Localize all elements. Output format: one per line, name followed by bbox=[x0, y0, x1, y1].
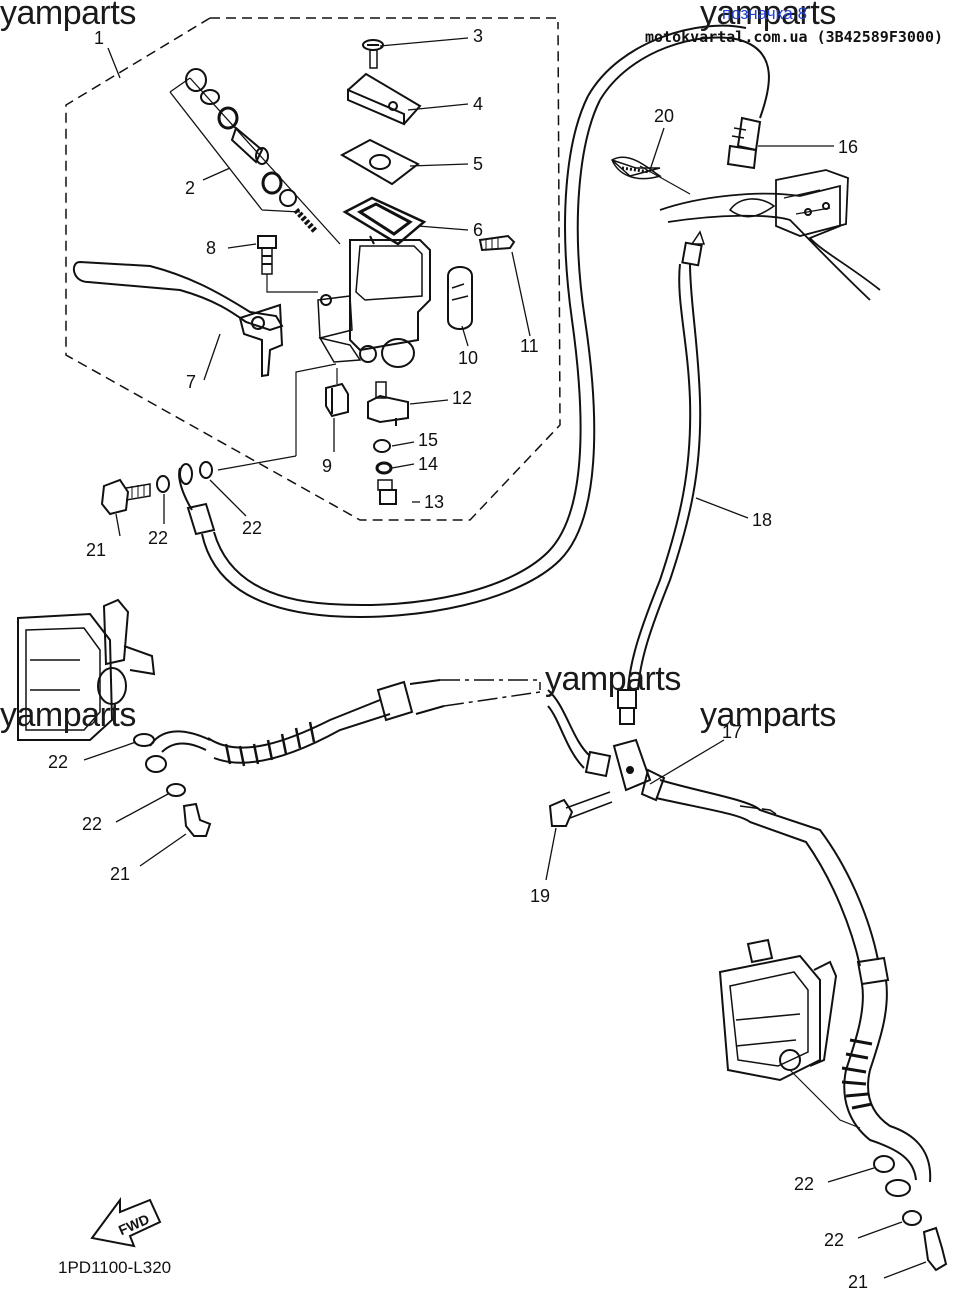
diaphragm bbox=[342, 196, 427, 246]
right-brake-caliper bbox=[718, 938, 861, 1129]
callout-6: 6 bbox=[473, 220, 483, 240]
callout-8: 8 bbox=[206, 238, 216, 258]
right-brake-hose bbox=[655, 779, 932, 1183]
callout-22-right-b: 22 bbox=[824, 1230, 844, 1250]
forward-arrow bbox=[90, 1196, 162, 1248]
screw-13 bbox=[377, 479, 397, 505]
callout-13: 13 bbox=[424, 492, 444, 512]
washer-14 bbox=[375, 461, 393, 475]
clamp-holder bbox=[447, 234, 516, 330]
callout-1: 1 bbox=[94, 28, 104, 48]
callout-22-right-a: 22 bbox=[794, 1174, 814, 1194]
callout-20: 20 bbox=[654, 106, 674, 126]
callout-16: 16 bbox=[838, 137, 858, 157]
master-cylinder-body bbox=[317, 235, 431, 368]
callout-9: 9 bbox=[322, 456, 332, 476]
callout-22-top-a: 22 bbox=[148, 528, 168, 548]
pivot-bolt bbox=[257, 235, 318, 293]
watermark-left: yamparts bbox=[0, 696, 136, 734]
callout-15: 15 bbox=[418, 430, 438, 450]
piston-kit bbox=[169, 68, 341, 245]
watermark-center: yamparts bbox=[545, 660, 681, 698]
reservoir-cap bbox=[347, 72, 422, 126]
callout-2: 2 bbox=[185, 178, 195, 198]
three-way-joint bbox=[584, 738, 666, 802]
watermark-top-right: yamparts bbox=[700, 0, 836, 32]
callout-5: 5 bbox=[473, 154, 483, 174]
marker-label: позначка 8 bbox=[722, 4, 808, 23]
callout-18: 18 bbox=[752, 510, 772, 530]
diaphragm-plate bbox=[339, 138, 420, 186]
handlebar-bracket bbox=[611, 159, 881, 301]
callout-4: 4 bbox=[473, 94, 483, 114]
hose-clamp-20 bbox=[611, 156, 662, 180]
leader-lines bbox=[83, 37, 927, 1279]
callout-21-top: 21 bbox=[86, 540, 106, 560]
watermark-right: yamparts bbox=[700, 696, 836, 734]
callout-22-left-a: 22 bbox=[48, 752, 68, 772]
watermark-top-left: yamparts bbox=[0, 0, 136, 32]
callout-22-top-b: 22 bbox=[242, 518, 262, 538]
callout-3: 3 bbox=[473, 26, 483, 46]
drawing-code: 1PD1100-L320 bbox=[58, 1258, 172, 1277]
source-label: motokvartal.com.ua (3B42589F3000) bbox=[645, 28, 944, 46]
union-bolt-top bbox=[100, 461, 213, 516]
hose-fitting-16 bbox=[726, 116, 762, 170]
callout-12: 12 bbox=[452, 388, 472, 408]
callout-7: 7 bbox=[186, 372, 196, 392]
right-union-bolt bbox=[873, 1155, 948, 1272]
screw-3 bbox=[362, 39, 384, 69]
brake-switch bbox=[367, 381, 409, 426]
assembly-1-boundary bbox=[65, 17, 561, 521]
callout-17: 17 bbox=[722, 722, 742, 742]
left-brake-hose bbox=[149, 679, 591, 769]
left-brake-caliper bbox=[17, 598, 156, 741]
callout-21-left: 21 bbox=[110, 864, 130, 884]
callout-labels: 1 2 3 4 5 6 7 8 9 10 11 12 13 14 15 16 1… bbox=[48, 26, 868, 1292]
upper-brake-hose bbox=[178, 24, 770, 618]
washer-15 bbox=[373, 439, 391, 453]
callout-10: 10 bbox=[458, 348, 478, 368]
callout-14: 14 bbox=[418, 454, 438, 474]
callout-22-left-b: 22 bbox=[82, 814, 102, 834]
joint-bolt-19 bbox=[548, 791, 613, 827]
nut-9 bbox=[325, 368, 349, 418]
brake-pipe-18 bbox=[617, 230, 706, 725]
callout-19: 19 bbox=[530, 886, 550, 906]
callout-21-right: 21 bbox=[848, 1272, 868, 1292]
callout-11: 11 bbox=[520, 336, 539, 356]
left-union-bolt bbox=[133, 733, 212, 837]
brake-lever bbox=[72, 260, 284, 378]
